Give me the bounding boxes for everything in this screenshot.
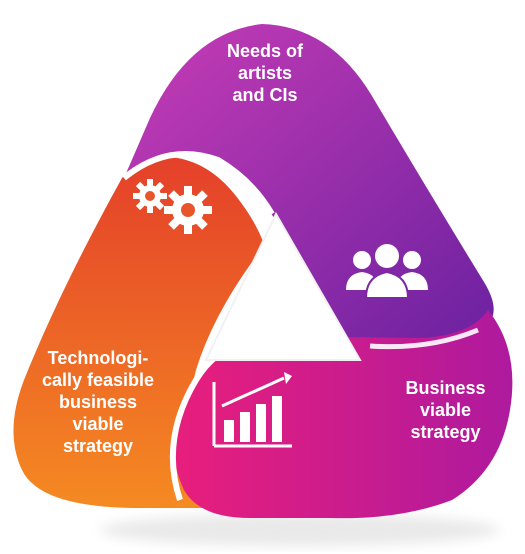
- segment-right-line-3: strategy: [410, 422, 481, 442]
- segment-left-line-5: strategy: [62, 436, 134, 456]
- ribbon-separator-3: [369, 327, 479, 350]
- segment-left-line-1: Technologi-: [47, 348, 149, 368]
- segment-right-line-1: Business: [405, 378, 486, 398]
- segment-right-label: Business viable strategy: [378, 377, 513, 443]
- growth-chart-icon: [212, 372, 292, 448]
- segment-left-line-3: business: [58, 392, 138, 412]
- segment-left-line-2: cally feasible: [41, 370, 155, 390]
- people-group-icon: [346, 244, 428, 299]
- segment-left-band: [13, 157, 267, 509]
- segment-top-line-1: Needs of: [226, 41, 304, 61]
- ground-shadow: [100, 514, 500, 546]
- segment-top-band: [124, 24, 494, 348]
- segment-top-line-3: and CIs: [232, 85, 298, 105]
- gears-icon: [133, 179, 212, 234]
- segment-right-line-2: viable: [419, 400, 472, 420]
- segment-top-label: Needs of artists and CIs: [195, 40, 335, 106]
- inner-triangle: [204, 211, 362, 361]
- segment-top-line-2: artists: [237, 63, 293, 83]
- segment-left-line-4: viable: [72, 414, 124, 434]
- segment-right-band: [173, 310, 513, 519]
- segment-left-label: Technologi- cally feasible business viab…: [18, 347, 178, 457]
- ribbon-separator-1: [122, 151, 275, 216]
